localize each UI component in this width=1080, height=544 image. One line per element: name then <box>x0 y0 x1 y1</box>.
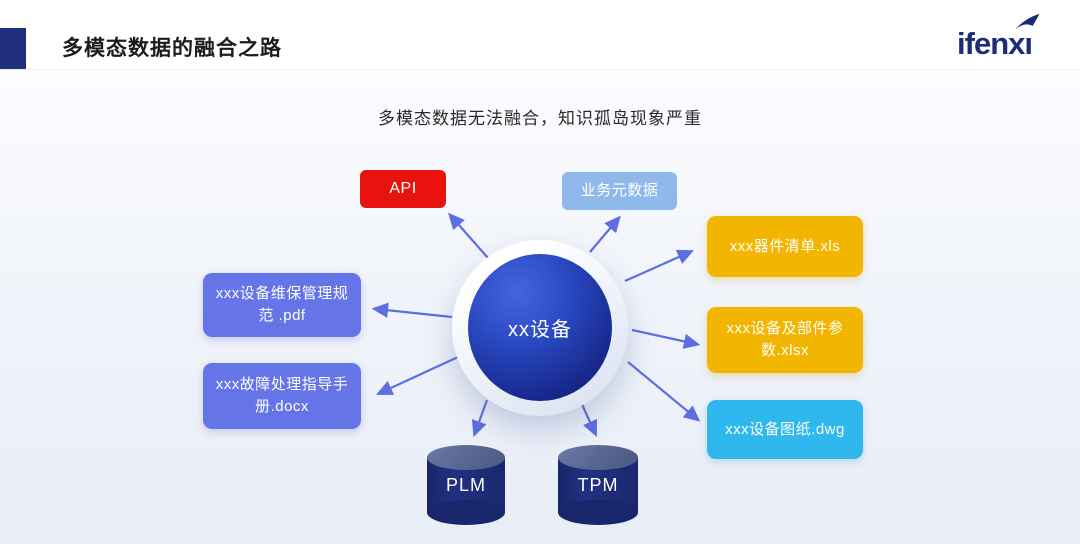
node-business-metadata-label: 业务元数据 <box>580 182 659 200</box>
node-parts-list-xls-label: xxx器件清单.xls <box>729 237 841 255</box>
arrow-to-plm <box>471 399 489 438</box>
node-device-params-xlsx-label: xxx设备及部件参数.xlsx <box>726 320 844 359</box>
plm-database-cylinder: PLM <box>427 445 505 525</box>
arrow-to-meta <box>589 215 621 253</box>
arrow-to-xlsx <box>631 328 701 349</box>
diagram-subtitle: 多模态数据无法融合，知识孤岛现象严重 <box>378 109 702 128</box>
node-device-drawing-dwg: xxx设备图纸.dwg <box>707 400 863 459</box>
arrow-to-pdf <box>371 302 453 319</box>
node-fault-manual-docx-label: xxx故障处理指导手册.docx <box>215 376 349 415</box>
plm-label: PLM <box>445 474 486 495</box>
center-device-node: xx设备 <box>468 254 612 401</box>
title-accent-square <box>0 28 26 69</box>
arrow-to-xls <box>624 249 695 283</box>
node-business-metadata: 业务元数据 <box>562 172 677 210</box>
node-parts-list-xls: xxx器件清单.xls <box>707 216 863 277</box>
node-device-params-xlsx: xxx设备及部件参数.xlsx <box>707 307 863 373</box>
node-fault-manual-docx: xxx故障处理指导手册.docx <box>203 363 361 429</box>
center-device-label: xx设备 <box>508 319 572 341</box>
node-api-label: API <box>389 180 417 198</box>
arrow-to-docx <box>376 356 459 395</box>
arrow-to-tpm <box>578 399 598 438</box>
node-maintenance-spec-pdf: xxx设备维保管理规范 .pdf <box>203 273 361 337</box>
logo-last-letter: ı <box>1024 26 1033 61</box>
node-maintenance-spec-pdf-label: xxx设备维保管理规范 .pdf <box>215 285 349 324</box>
arrow-to-dwg <box>627 361 701 422</box>
node-api: API <box>360 170 446 208</box>
logo-text: ifenx <box>957 26 1025 61</box>
node-device-drawing-dwg-label: xxx设备图纸.dwg <box>725 420 845 438</box>
page-title: 多模态数据的融合之路 <box>62 37 282 60</box>
arrow-to-api <box>448 212 489 259</box>
tpm-database-cylinder: TPM <box>558 445 638 525</box>
tpm-label: TPM <box>577 474 619 495</box>
logo-arrow-icon <box>1015 13 1040 30</box>
